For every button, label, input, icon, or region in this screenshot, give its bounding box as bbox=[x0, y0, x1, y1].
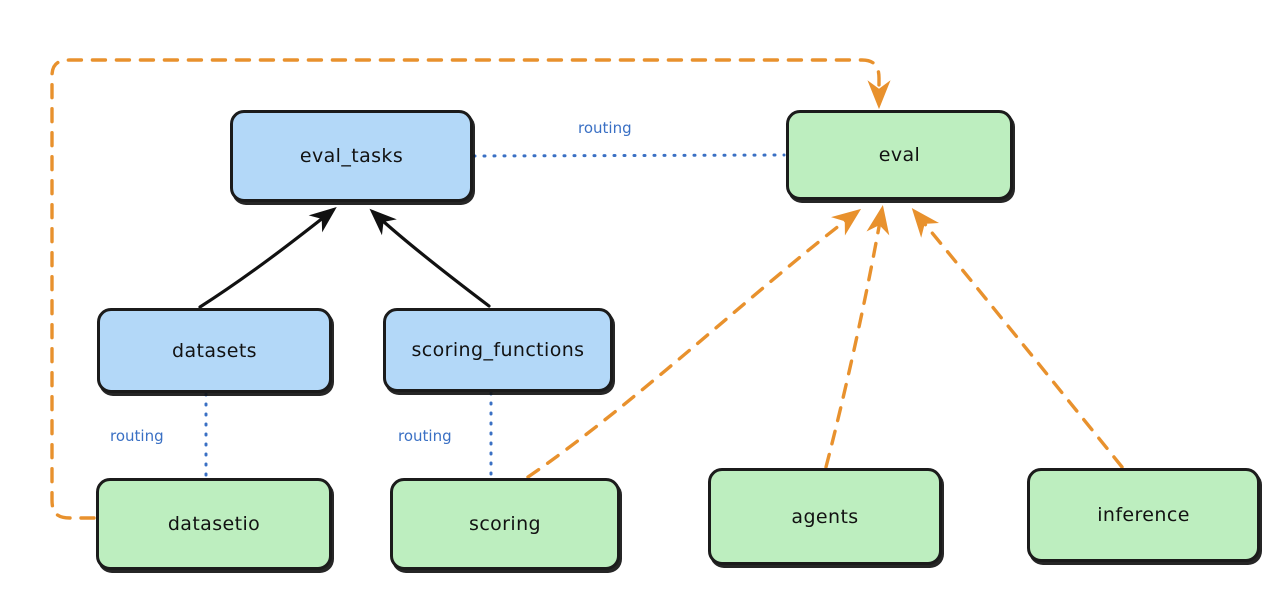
edge-label-routing-eval-tasks-eval: routing bbox=[578, 119, 632, 137]
edge-scoring-functions-to-eval-tasks bbox=[369, 208, 491, 308]
node-label: datasetio bbox=[167, 513, 261, 535]
node-label: scoring bbox=[469, 513, 541, 535]
edge-agents-to-eval bbox=[824, 204, 890, 469]
node-eval[interactable]: eval bbox=[786, 110, 1013, 200]
node-scoring-functions[interactable]: scoring_functions bbox=[383, 308, 613, 392]
edge-datasets-to-eval-tasks bbox=[198, 207, 337, 309]
node-label: agents bbox=[791, 505, 859, 528]
node-datasetio[interactable]: datasetio bbox=[96, 478, 332, 570]
node-agents[interactable]: agents bbox=[708, 468, 942, 565]
edge-label-routing-scoring-functions-scoring: routing bbox=[398, 427, 452, 445]
edge-eval-tasks-to-eval bbox=[472, 153, 786, 158]
edge-inference-to-eval bbox=[911, 208, 1124, 469]
node-label: datasets bbox=[172, 339, 257, 362]
node-label: scoring_functions bbox=[411, 339, 585, 361]
node-label: inference bbox=[1097, 504, 1190, 526]
node-scoring[interactable]: scoring bbox=[390, 478, 620, 570]
node-inference[interactable]: inference bbox=[1027, 468, 1260, 562]
edge-label-routing-datasets-datasetio: routing bbox=[110, 427, 164, 445]
node-label: eval bbox=[878, 144, 921, 166]
node-label: eval_tasks bbox=[299, 145, 404, 167]
node-datasets[interactable]: datasets bbox=[97, 308, 332, 393]
node-eval-tasks[interactable]: eval_tasks bbox=[230, 110, 473, 202]
